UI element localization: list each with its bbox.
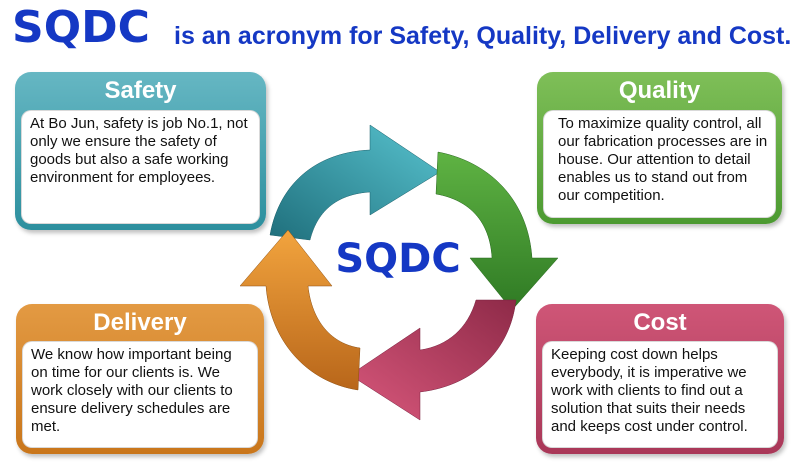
green-arrow [435, 151, 559, 311]
headline: SQDC is an acronym for Safety, Quality, … [12, 2, 792, 58]
cost-body: Keeping cost down helps everybody, it is… [542, 341, 778, 448]
center-label: SQDC [335, 236, 461, 282]
safety-title: Safety [104, 77, 177, 104]
delivery-card: Delivery We know how important being on … [16, 304, 264, 454]
delivery-body: We know how important being on time for … [22, 341, 258, 448]
cost-title: Cost [633, 309, 687, 336]
orange-arrow [240, 229, 361, 391]
headline-acronym: SQDC [12, 2, 150, 53]
delivery-title: Delivery [93, 309, 187, 336]
cost-card: Cost Keeping cost down helps everybody, … [536, 304, 784, 454]
teal-arrow [269, 124, 441, 241]
cycle-diagram [240, 124, 559, 421]
crimson-arrow [349, 299, 517, 421]
safety-card: Safety At Bo Jun, safety is job No.1, no… [15, 72, 266, 230]
safety-body: At Bo Jun, safety is job No.1, not only … [21, 110, 260, 224]
quality-body: To maximize quality control, all our fab… [543, 110, 776, 218]
quality-card: Quality To maximize quality control, all… [537, 72, 782, 224]
quality-title: Quality [618, 77, 701, 104]
headline-text: is an acronym for Safety, Quality, Deliv… [174, 22, 792, 50]
